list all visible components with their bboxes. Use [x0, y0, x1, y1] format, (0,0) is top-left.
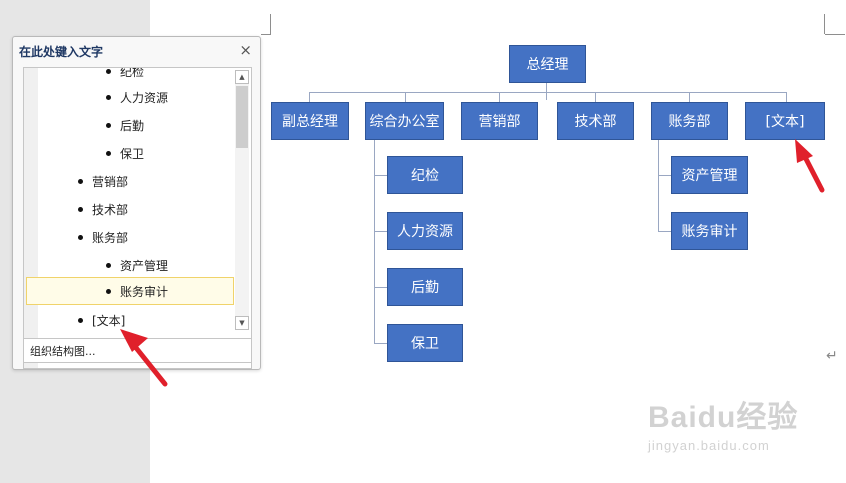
- margin-corner-right: [824, 14, 845, 35]
- watermark-brand: Baidu经验: [648, 401, 799, 434]
- node-office-child[interactable]: 后勤: [387, 268, 463, 306]
- connector-child: [374, 231, 387, 232]
- connector-root: [546, 83, 547, 100]
- bullet-icon: [78, 234, 83, 240]
- close-icon[interactable]: ×: [239, 41, 252, 59]
- connector-office-children: [374, 140, 375, 343]
- bullet-icon: [78, 206, 83, 212]
- org-chart-link[interactable]: 组织结构图...: [23, 338, 252, 363]
- text-pane-title: 在此处键入文字: [19, 45, 104, 59]
- connector-dept: [786, 92, 787, 102]
- connector-departments: [309, 92, 786, 93]
- connector-child: [658, 175, 671, 176]
- node-department[interactable]: 技术部: [557, 102, 634, 140]
- bullet-icon: [106, 122, 111, 128]
- node-root[interactable]: 总经理: [509, 45, 586, 83]
- node-department[interactable]: 营销部: [461, 102, 538, 140]
- list-item[interactable]: 账务部: [78, 228, 128, 246]
- node-department[interactable]: 账务部: [651, 102, 728, 140]
- node-finance-child[interactable]: 资产管理: [671, 156, 748, 194]
- node-office-child[interactable]: 保卫: [387, 324, 463, 362]
- connector-dept: [405, 92, 406, 102]
- bullet-icon: [78, 317, 83, 323]
- connector-dept: [689, 92, 690, 102]
- connector-dept: [499, 92, 500, 102]
- node-office-child[interactable]: 纪检: [387, 156, 463, 194]
- scroll-down-icon[interactable]: ▼: [235, 316, 249, 330]
- connector-child: [658, 231, 671, 232]
- bullet-icon: [106, 288, 111, 294]
- scroll-up-icon[interactable]: ▲: [235, 70, 249, 84]
- selected-list-row: [26, 277, 234, 305]
- list-item[interactable]: 资产管理: [106, 256, 168, 274]
- list-gutter: [24, 68, 38, 368]
- list-item-selected[interactable]: 账务审计: [106, 282, 168, 300]
- list-item[interactable]: 保卫: [106, 144, 144, 162]
- text-pane-list[interactable]: 纪检 人力资源 后勤 保卫 营销部 技术部 账务部 资产管理 账务审计 [文本]…: [23, 67, 252, 369]
- bullet-icon: [106, 68, 111, 74]
- list-item[interactable]: 后勤: [106, 116, 144, 134]
- connector-finance-children: [658, 140, 659, 232]
- connector-child: [374, 343, 387, 344]
- bullet-icon: [106, 262, 111, 268]
- text-pane[interactable]: 在此处键入文字 × 纪检 人力资源 后勤 保卫 营销部 技术部 账务部 资产管理…: [12, 36, 261, 370]
- connector-child: [374, 175, 387, 176]
- node-department[interactable]: 综合办公室: [365, 102, 444, 140]
- connector-child: [374, 287, 387, 288]
- margin-corner-left: [261, 14, 271, 35]
- connector-dept: [595, 92, 596, 102]
- node-office-child[interactable]: 人力资源: [387, 212, 463, 250]
- scroll-thumb[interactable]: [236, 86, 248, 148]
- scrollbar[interactable]: ▲ ▼: [235, 70, 249, 330]
- list-item[interactable]: 营销部: [78, 172, 128, 190]
- watermark: Baidu经验 jingyan.baidu.com: [648, 392, 798, 453]
- paragraph-mark-icon: ↵: [826, 348, 838, 364]
- node-department-placeholder[interactable]: [文本]: [745, 102, 825, 140]
- watermark-url: jingyan.baidu.com: [648, 438, 770, 453]
- bullet-icon: [106, 94, 111, 100]
- list-item[interactable]: [文本]: [78, 311, 125, 329]
- bullet-icon: [106, 150, 111, 156]
- node-finance-child[interactable]: 账务审计: [671, 212, 748, 250]
- list-item[interactable]: 人力资源: [106, 88, 168, 106]
- connector-dept: [309, 92, 310, 102]
- list-item[interactable]: 纪检: [106, 68, 144, 80]
- bullet-icon: [78, 178, 83, 184]
- node-department[interactable]: 副总经理: [271, 102, 349, 140]
- list-item[interactable]: 技术部: [78, 200, 128, 218]
